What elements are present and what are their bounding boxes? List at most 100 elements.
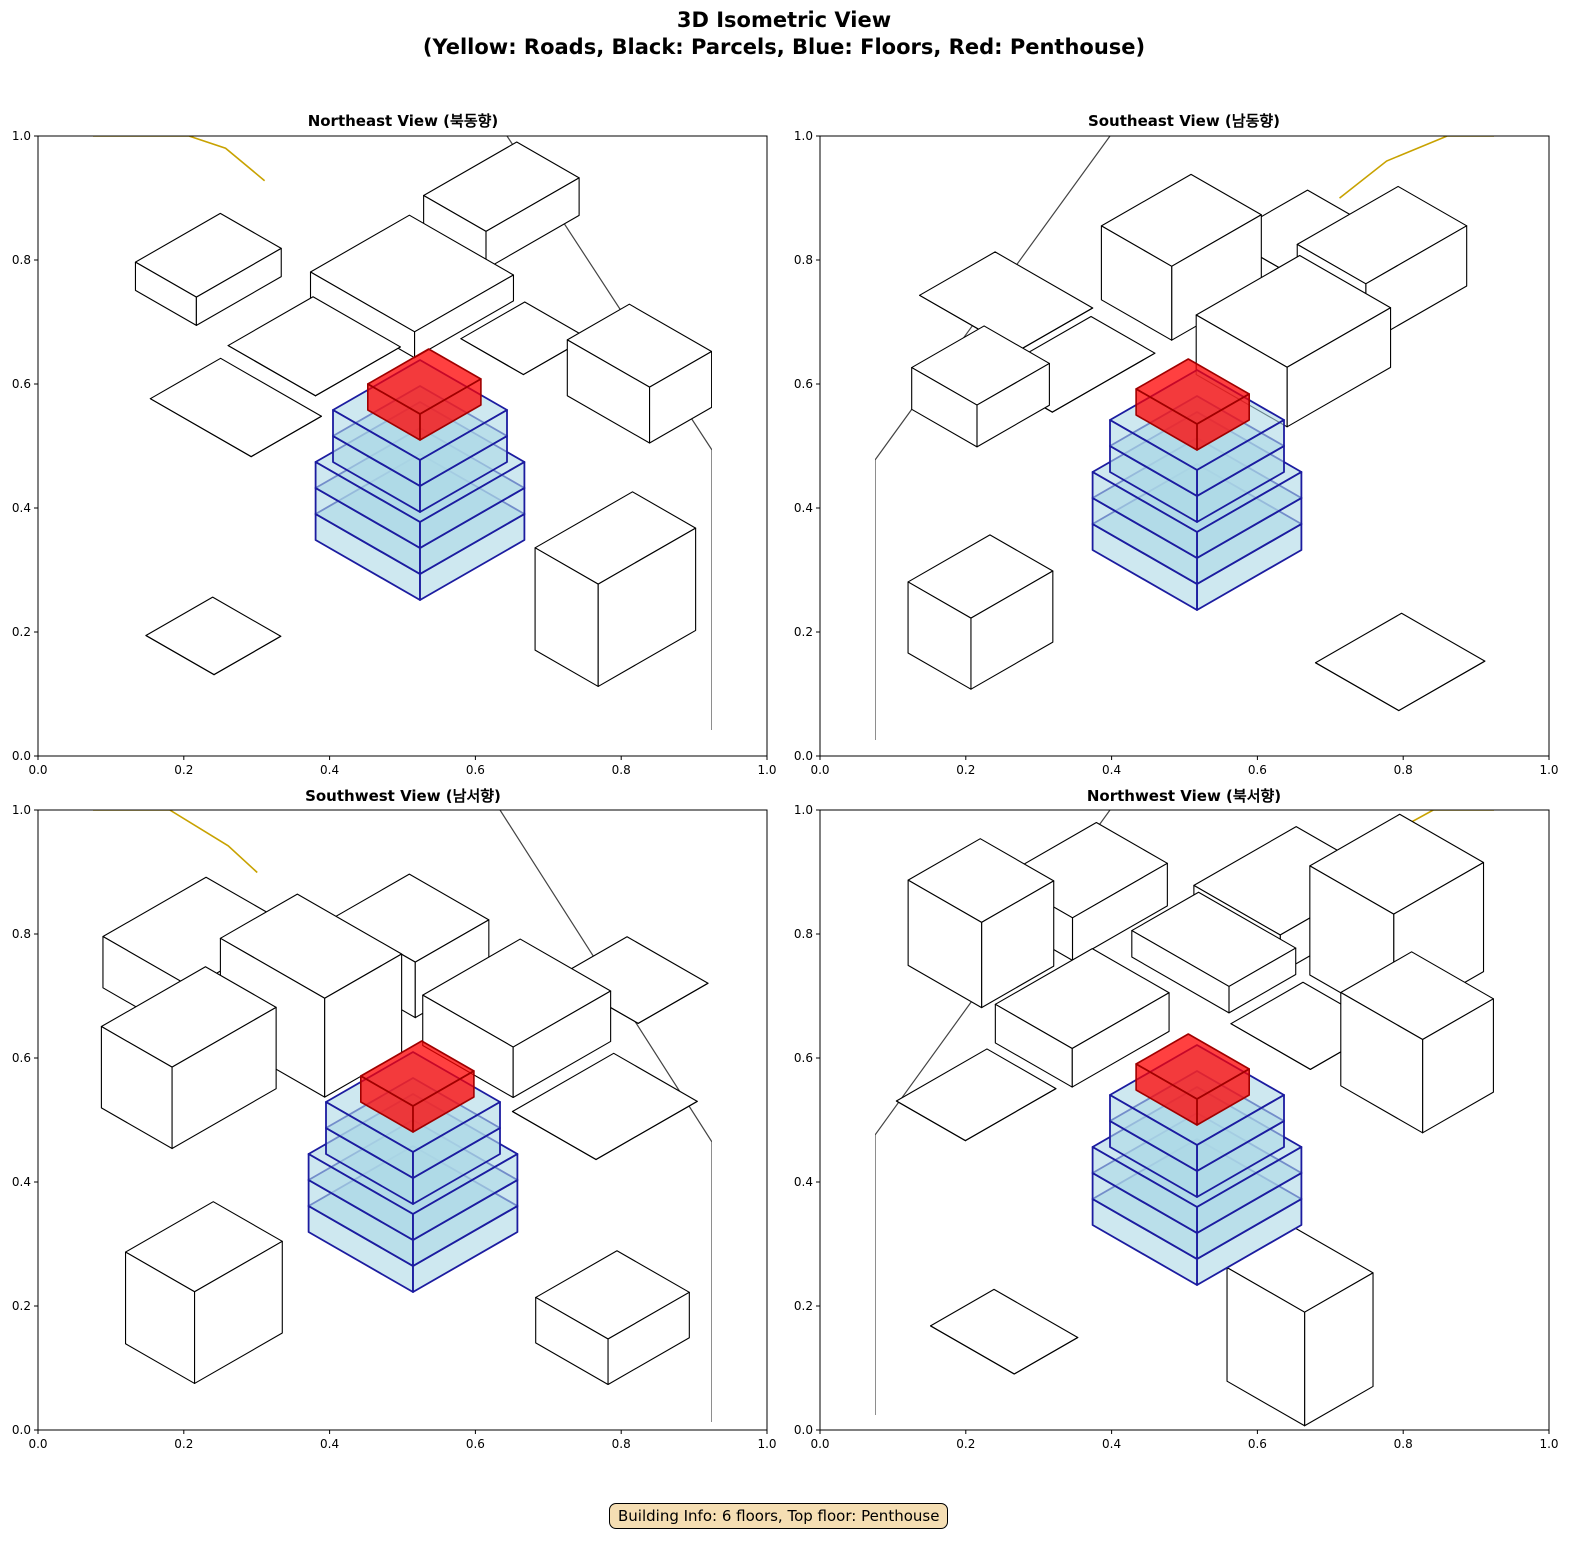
y-tick-label: 0.4 xyxy=(12,501,31,515)
scene-3d xyxy=(93,810,712,1422)
parcel-block xyxy=(911,325,1050,448)
x-tick-label: 0.2 xyxy=(956,1437,975,1451)
parcel-block xyxy=(134,212,282,326)
penthouse-floor-6 xyxy=(1135,1033,1250,1126)
y-tick-label: 1.0 xyxy=(794,803,813,817)
panel-northwest: 0.0 0.2 0.4 0.6 0.8 1.0 0.0 0.2 0.4 0.6 0.8 1.0 xyxy=(794,803,1559,1451)
y-tick-label: 0.2 xyxy=(12,625,31,639)
x-tick-label: 0.6 xyxy=(1248,763,1267,777)
parcel-block xyxy=(145,596,282,676)
y-tick-label: 1.0 xyxy=(794,129,813,143)
x-tick-label: 0.0 xyxy=(810,1437,829,1451)
y-tick-label: 0.8 xyxy=(794,253,813,267)
panel-title-northwest: Northwest View (북서향) xyxy=(1087,787,1281,805)
x-tick-label: 0.2 xyxy=(956,763,975,777)
x-tick-label: 0.0 xyxy=(28,763,47,777)
parcel-block xyxy=(309,214,515,359)
parcel-block xyxy=(460,301,588,376)
x-tick-label: 1.0 xyxy=(757,763,776,777)
y-tick-label: 0.2 xyxy=(12,1299,31,1313)
parcel-block xyxy=(1340,951,1494,1134)
x-tick-label: 0.4 xyxy=(1102,1437,1121,1451)
y-tick-label: 0.2 xyxy=(794,625,813,639)
penthouse-floor-6 xyxy=(1135,358,1250,451)
y-tick-label: 0.6 xyxy=(794,1051,813,1065)
x-tick-label: 0.8 xyxy=(1394,1437,1413,1451)
y-tick-label: 0.0 xyxy=(12,1423,31,1437)
y-tick-label: 1.0 xyxy=(12,129,31,143)
y-tick-label: 0.0 xyxy=(794,1423,813,1437)
axes-frame xyxy=(37,809,768,1431)
scene-3d xyxy=(93,136,712,730)
y-tick-label: 0.8 xyxy=(12,927,31,941)
panel-title-northeast: Northeast View (북동향) xyxy=(308,112,499,130)
axes-frame xyxy=(37,135,768,757)
road-line xyxy=(1339,136,1494,199)
figure-title: 3D Isometric View xyxy=(677,8,891,32)
parcel-block xyxy=(227,296,401,397)
y-tick-label: 0.4 xyxy=(794,1175,813,1189)
scene-3d xyxy=(875,136,1494,740)
x-tick-label: 1.0 xyxy=(757,1437,776,1451)
parcel-block xyxy=(124,1201,283,1384)
x-tick-label: 1.0 xyxy=(1539,763,1558,777)
y-tick-label: 0.4 xyxy=(12,1175,31,1189)
x-tick-label: 0.6 xyxy=(466,763,485,777)
x-tick-label: 0.2 xyxy=(174,763,193,777)
parcel-block xyxy=(149,357,322,458)
y-tick-label: 0.0 xyxy=(12,749,31,763)
y-tick-label: 0.0 xyxy=(794,749,813,763)
x-tick-label: 0.8 xyxy=(1394,763,1413,777)
parcel-block xyxy=(219,893,403,1098)
parcel-block xyxy=(422,938,612,1099)
y-tick-label: 0.6 xyxy=(12,377,31,391)
road-line xyxy=(93,136,266,182)
figure-subtitle: (Yellow: Roads, Black: Parcels, Blue: Fl… xyxy=(423,35,1145,59)
y-tick-label: 0.2 xyxy=(794,1299,813,1313)
scene-3d xyxy=(875,810,1494,1427)
parcel-block xyxy=(534,491,697,687)
x-tick-label: 0.2 xyxy=(174,1437,193,1451)
building-info-box: Building Info: 6 floors, Top floor: Pent… xyxy=(609,1503,949,1529)
panel-southeast: 0.0 0.2 0.4 0.6 0.8 1.0 0.0 0.2 0.4 0.6 0.8 1.0 xyxy=(794,129,1559,777)
y-tick-label: 0.6 xyxy=(12,1051,31,1065)
x-tick-label: 0.8 xyxy=(612,763,631,777)
parcel-block xyxy=(1100,173,1262,341)
x-tick-label: 0.0 xyxy=(28,1437,47,1451)
x-tick-label: 1.0 xyxy=(1539,1437,1558,1451)
x-tick-label: 0.6 xyxy=(1248,1437,1267,1451)
y-tick-label: 0.4 xyxy=(794,501,813,515)
parcel-block xyxy=(929,1288,1079,1375)
x-tick-label: 0.8 xyxy=(612,1437,631,1451)
panel-title-southeast: Southeast View (남동향) xyxy=(1088,112,1280,130)
y-tick-label: 0.8 xyxy=(794,927,813,941)
parcel-block xyxy=(1226,1227,1374,1427)
axes-frame xyxy=(819,135,1550,757)
parcel-block xyxy=(1314,612,1486,712)
parcel-block xyxy=(511,1052,698,1161)
parcel-block xyxy=(566,303,712,444)
parcel-block xyxy=(994,948,1170,1088)
axes-frame xyxy=(819,809,1550,1431)
road-line xyxy=(93,810,258,874)
x-tick-label: 0.6 xyxy=(466,1437,485,1451)
road-edge xyxy=(506,136,712,730)
parcel-block xyxy=(1131,891,1297,1014)
parcel-block xyxy=(100,966,277,1150)
road-edge xyxy=(875,136,1111,740)
parcel-block xyxy=(907,534,1054,690)
penthouse-floor-6 xyxy=(359,1040,475,1133)
y-tick-label: 1.0 xyxy=(12,803,31,817)
panel-title-southwest: Southwest View (남서향) xyxy=(305,787,501,805)
x-tick-label: 0.4 xyxy=(1102,763,1121,777)
parcel-block xyxy=(535,1250,690,1386)
road-edge xyxy=(499,810,712,1422)
x-tick-label: 0.0 xyxy=(810,763,829,777)
x-tick-label: 0.4 xyxy=(320,763,339,777)
y-tick-label: 0.6 xyxy=(794,377,813,391)
parcel-block xyxy=(895,1048,1057,1142)
